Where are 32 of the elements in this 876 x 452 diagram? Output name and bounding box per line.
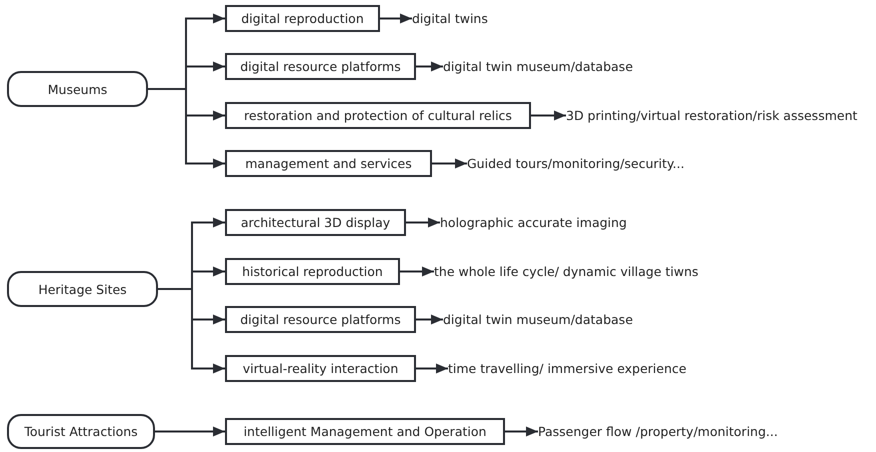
- arrow: [155, 426, 225, 436]
- arrow: [416, 62, 443, 72]
- arrow: [380, 14, 412, 24]
- outcome-text: Passenger flow /property/monitoring...: [538, 418, 778, 445]
- application-box: virtual-reality interaction: [225, 355, 416, 382]
- arrow: [416, 364, 448, 374]
- application-box: architectural 3D display: [225, 209, 406, 236]
- outcome-text: digital twin museum/database: [443, 306, 633, 333]
- outcome-text: 3D printing/virtual restoration/risk assessment: [566, 102, 858, 129]
- outcome-text: the whole life cycle/ dynamic village tiwns: [434, 258, 698, 285]
- category-pill: Heritage Sites: [7, 271, 158, 307]
- arrow: [505, 426, 538, 436]
- arrow: [531, 110, 566, 120]
- application-box: historical reproduction: [225, 258, 400, 285]
- outcome-text: Guided tours/monitoring/security...: [467, 150, 684, 177]
- category-pill: Tourist Attractions: [7, 414, 155, 449]
- outcome-text: digital twins: [412, 5, 488, 32]
- application-box: restoration and protection of cultural relics: [225, 102, 531, 129]
- arrow: [416, 314, 443, 324]
- outcome-text: digital twin museum/database: [443, 53, 633, 80]
- arrow: [400, 266, 434, 276]
- category-pill: Museums: [7, 71, 148, 107]
- outcome-text: holographic accurate imaging: [440, 209, 627, 236]
- application-box: intelligent Management and Operation: [225, 418, 505, 445]
- arrow: [158, 288, 225, 374]
- application-box: digital resource platforms: [225, 306, 416, 333]
- application-box: digital reproduction: [225, 5, 380, 32]
- outcome-text: time travelling/ immersive experience: [448, 355, 686, 382]
- arrow: [432, 158, 467, 168]
- arrow: [406, 218, 440, 228]
- application-box: digital resource platforms: [225, 53, 416, 80]
- application-box: management and services: [225, 150, 432, 177]
